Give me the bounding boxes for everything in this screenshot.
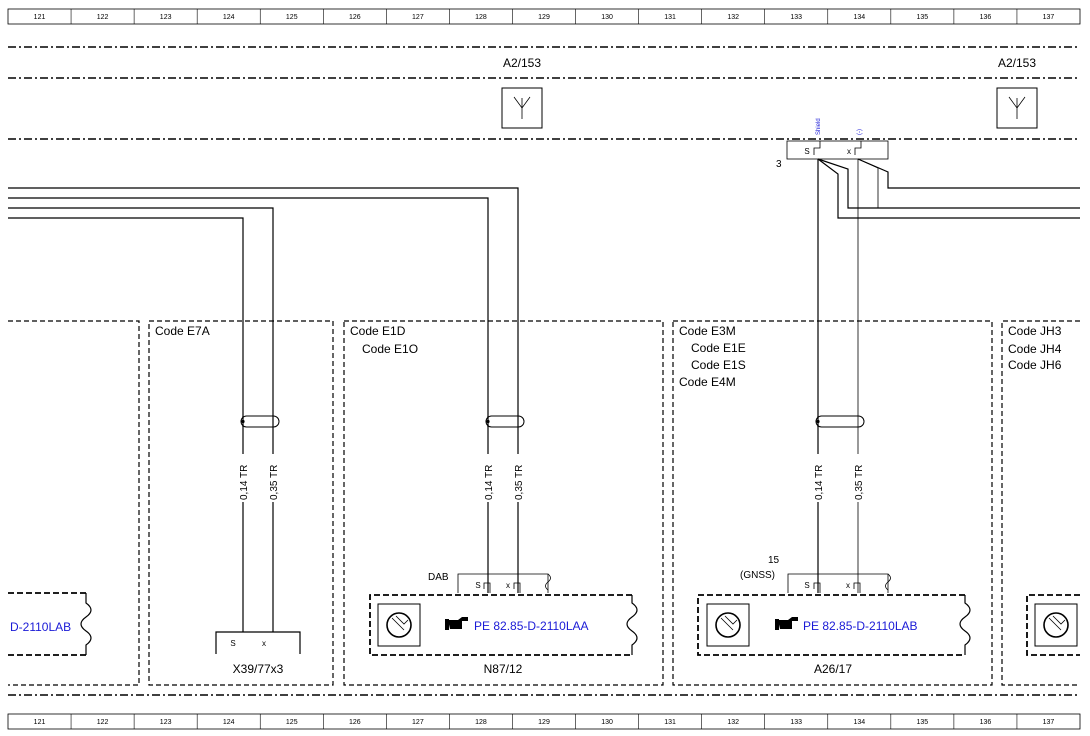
ruler-column-label: 135 <box>917 719 929 726</box>
zone-code: Code E1E <box>691 341 746 355</box>
shield-connector-pin-x: x <box>847 147 851 156</box>
shield-loop <box>485 415 525 428</box>
zone-code: Code E1D <box>350 324 406 338</box>
ruler-column-label: 137 <box>1043 719 1055 726</box>
speaker-icon <box>706 603 750 647</box>
ruler-column-label: 122 <box>97 14 109 21</box>
ruler-column-label: 135 <box>917 14 929 21</box>
component-n87: DAB S x PE 82.85-D-2110LAA N87/12 <box>369 572 638 676</box>
ruler-column-label: 129 <box>538 719 550 726</box>
doc-link[interactable]: PE 82.85-D-2110LAB <box>803 619 918 633</box>
ruler-column-label: 127 <box>412 14 424 21</box>
shield-connector-pin-s: S <box>804 147 809 156</box>
doc-link[interactable]: PE 82.85-D-2110LAA <box>474 619 589 633</box>
top-ruler: 121 122 123 124 125 126 127 128 129 130 131 132 133 1… <box>7 8 1081 25</box>
ruler-column-label: 125 <box>286 719 298 726</box>
shield-connector: 3 S x Shield (-) <box>776 118 889 170</box>
ruler-column-label: 124 <box>223 14 235 21</box>
ruler-column-label: 131 <box>664 14 676 21</box>
doc-link[interactable]: D-2110LAB <box>10 620 71 634</box>
connector-number: 15 <box>768 555 780 566</box>
zone-code: Code E4M <box>679 375 736 389</box>
pin-label: S <box>804 581 809 590</box>
minus-label: (-) <box>857 129 863 135</box>
ruler-column-label: 129 <box>538 14 550 21</box>
ruler-column-label: 126 <box>349 719 361 726</box>
ruler-column-label: 130 <box>601 14 613 21</box>
ruler-column-label: 132 <box>727 14 739 21</box>
ruler-column-label: 125 <box>286 14 298 21</box>
wire-bundle-right <box>817 158 1080 593</box>
ruler-column-label: 136 <box>980 719 992 726</box>
bottom-ruler: 121 122 123 124 125 126 127 128 129 130 131 132 133 1… <box>7 713 1081 730</box>
wire-label: 0,14 TR <box>814 465 825 500</box>
wire-label: 0,14 TR <box>239 465 250 500</box>
ruler-column-label: 133 <box>790 14 802 21</box>
connector-x39: S x X39/77x3 <box>215 631 301 676</box>
speaker-icon <box>377 603 421 647</box>
ruler-column-label: 126 <box>349 14 361 21</box>
component-label: N87/12 <box>484 662 523 676</box>
connector-label: (GNSS) <box>740 570 775 581</box>
zone-code: Code JH6 <box>1008 358 1062 372</box>
ruler-column-label: 123 <box>160 14 172 21</box>
ruler-column-label: 121 <box>34 719 46 726</box>
wire-label: 0,35 TR <box>269 465 280 500</box>
zone-code: Code JH4 <box>1008 342 1062 356</box>
pin-label: S <box>230 639 235 648</box>
component-label: A26/17 <box>814 662 852 676</box>
ruler-column-label: 128 <box>475 14 487 21</box>
shield-loop <box>815 415 865 428</box>
wire-label: 0,35 TR <box>514 465 525 500</box>
ruler-column-label: 134 <box>853 14 865 21</box>
antenna-icon <box>501 87 543 129</box>
wire-bundle-left <box>8 187 519 632</box>
ruler-column-label: 134 <box>853 719 865 726</box>
ruler-column-label: 130 <box>601 719 613 726</box>
wire-label: 0,35 TR <box>854 465 865 500</box>
pin-label: x <box>846 581 850 590</box>
shield-connector-pin-number: 3 <box>776 159 782 170</box>
pin-label: x <box>262 639 266 648</box>
antenna-label-2: A2/153 <box>998 56 1036 70</box>
zone-boundaries <box>8 320 1080 696</box>
ruler-column-label: 137 <box>1043 14 1055 21</box>
zone-code: Code E7A <box>155 324 210 338</box>
ruler-column-label: 136 <box>980 14 992 21</box>
ruler-column-label: 128 <box>475 719 487 726</box>
component-label: X39/77x3 <box>233 662 284 676</box>
zone-code: Code JH3 <box>1008 324 1062 338</box>
ruler-column-label: 127 <box>412 719 424 726</box>
component-a26: 15 (GNSS) S x PE 82.85-D-2110LAB A26/17 <box>697 555 971 676</box>
component-right-partial <box>1026 594 1080 656</box>
ruler-column-label: 131 <box>664 719 676 726</box>
shield-loop <box>240 415 280 428</box>
zone-code: Code E1O <box>362 342 418 356</box>
wire-labels: 0,14 TR 0,35 TR 0,14 TR 0,35 TR 0,14 TR … <box>237 454 865 502</box>
zone-code: Code E3M <box>679 324 736 338</box>
pointing-hand-icon <box>445 617 468 630</box>
ruler-column-label: 121 <box>34 14 46 21</box>
antenna-label-1: A2/153 <box>503 56 541 70</box>
connector-label: DAB <box>428 572 449 583</box>
antenna-icon <box>996 87 1038 129</box>
speaker-icon <box>1034 603 1078 647</box>
zone-code: Code E1S <box>691 358 746 372</box>
ruler-column-label: 132 <box>727 719 739 726</box>
ruler-column-label: 122 <box>97 719 109 726</box>
pin-label: x <box>506 581 510 590</box>
ruler-column-label: 133 <box>790 719 802 726</box>
wire-label: 0,14 TR <box>484 465 495 500</box>
pin-label: S <box>475 581 480 590</box>
pointing-hand-icon <box>775 617 798 630</box>
ruler-column-label: 123 <box>160 719 172 726</box>
shield-label: Shield <box>816 118 822 135</box>
ruler-column-label: 124 <box>223 719 235 726</box>
component-left-partial: D-2110LAB <box>8 592 92 656</box>
